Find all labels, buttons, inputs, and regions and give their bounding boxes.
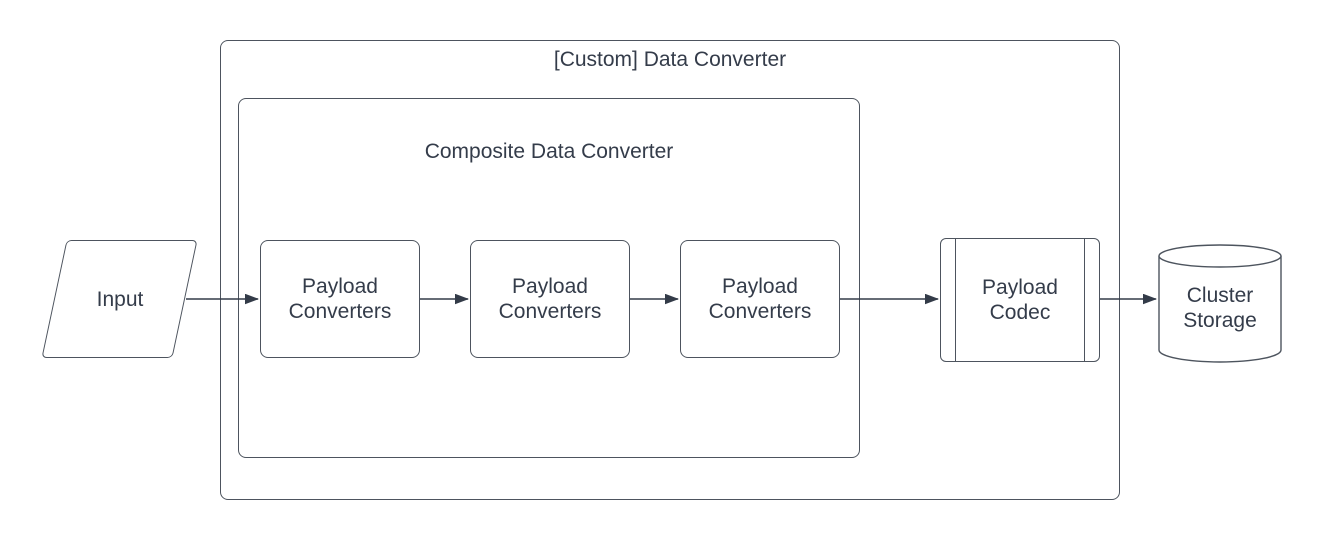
payload-converters-node-1: Payload Converters xyxy=(260,240,420,358)
payload-converters-label-1: Payload Converters xyxy=(288,275,392,323)
custom-data-converter-title: [Custom] Data Converter xyxy=(553,48,787,71)
payload-converters-label-3: Payload Converters xyxy=(708,275,812,323)
payload-codec-node: Payload Codec xyxy=(940,238,1100,362)
cluster-storage-node: Cluster Storage xyxy=(1158,244,1282,363)
codec-right-divider xyxy=(1084,239,1085,361)
payload-converters-node-2: Payload Converters xyxy=(470,240,630,358)
input-node-label: Input xyxy=(96,287,144,311)
composite-data-converter-title: Composite Data Converter xyxy=(424,140,674,163)
codec-left-divider xyxy=(955,239,956,361)
input-node: Input xyxy=(41,240,198,358)
cluster-storage-label: Cluster Storage xyxy=(1183,283,1257,332)
composite-data-converter-container xyxy=(238,98,860,458)
payload-converters-label-2: Payload Converters xyxy=(498,275,602,323)
custom-data-converter-container xyxy=(220,40,1120,500)
payload-converters-node-3: Payload Converters xyxy=(680,240,840,358)
cylinder-shape xyxy=(1158,244,1282,363)
payload-codec-label: Payload Codec xyxy=(982,276,1058,324)
